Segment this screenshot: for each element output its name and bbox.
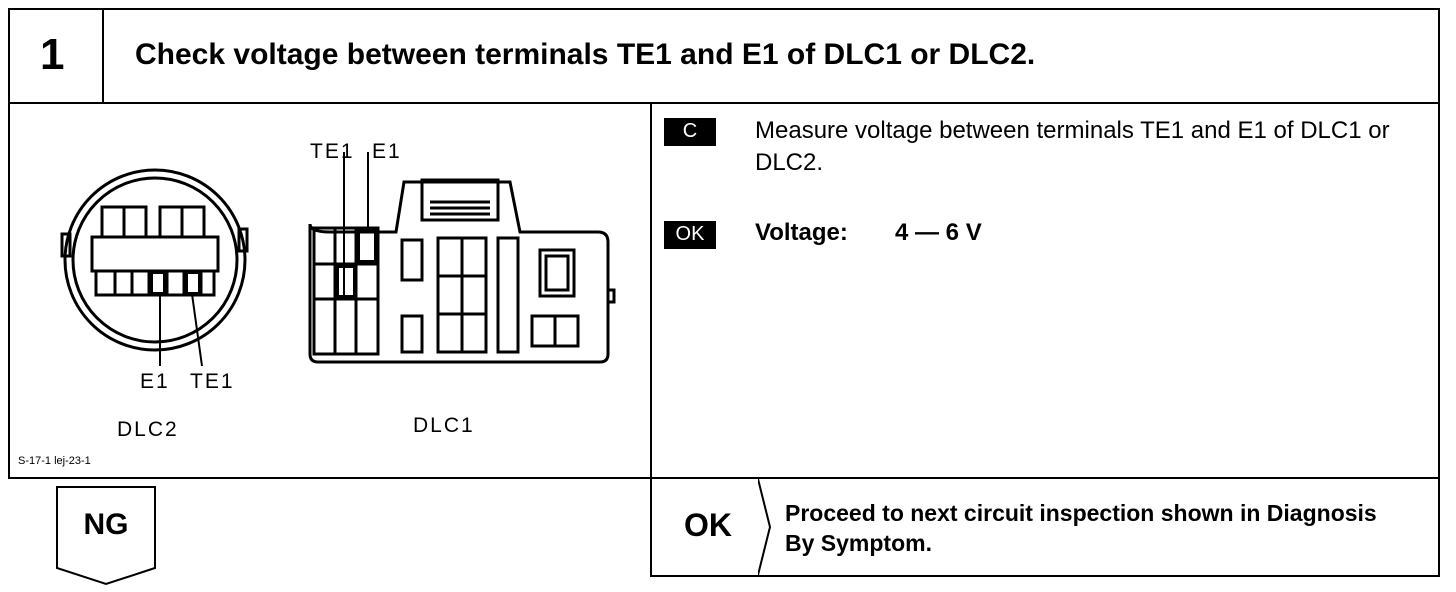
dlc2-name: DLC2 (117, 418, 179, 441)
ng-label: NG (83, 508, 129, 541)
dlc2-te1-label: TE1 (190, 370, 235, 393)
dlc1-te1-label: TE1 (310, 140, 355, 163)
step-title: Check voltage between terminals TE1 and … (135, 38, 1036, 71)
ok-result-box (650, 477, 1440, 577)
instruction-text: Measure voltage between terminals TE1 an… (755, 117, 1390, 176)
connector-diagram (60, 152, 616, 367)
dlc1-e1-label: E1 (372, 140, 402, 163)
step-number: 1 (40, 30, 65, 79)
figure-code: S-17-1 lej-23-1 (18, 455, 91, 467)
dlc1-name: DLC1 (413, 414, 475, 437)
spec-value: 4 — 6 V (895, 219, 982, 246)
ok-separator (758, 479, 772, 575)
spec-label: Voltage: (755, 219, 848, 246)
ok-result-text: Proceed to next circuit inspection shown… (785, 500, 1377, 556)
dlc2-connector (60, 168, 249, 367)
ng-arrow-box (56, 486, 156, 586)
ok-badge: OK (664, 221, 716, 249)
ok-label: OK (684, 507, 732, 543)
header-divider (102, 8, 104, 104)
dlc2-e1-label: E1 (140, 370, 170, 393)
dlc1-connector (308, 152, 616, 364)
check-badge: C (664, 118, 716, 146)
